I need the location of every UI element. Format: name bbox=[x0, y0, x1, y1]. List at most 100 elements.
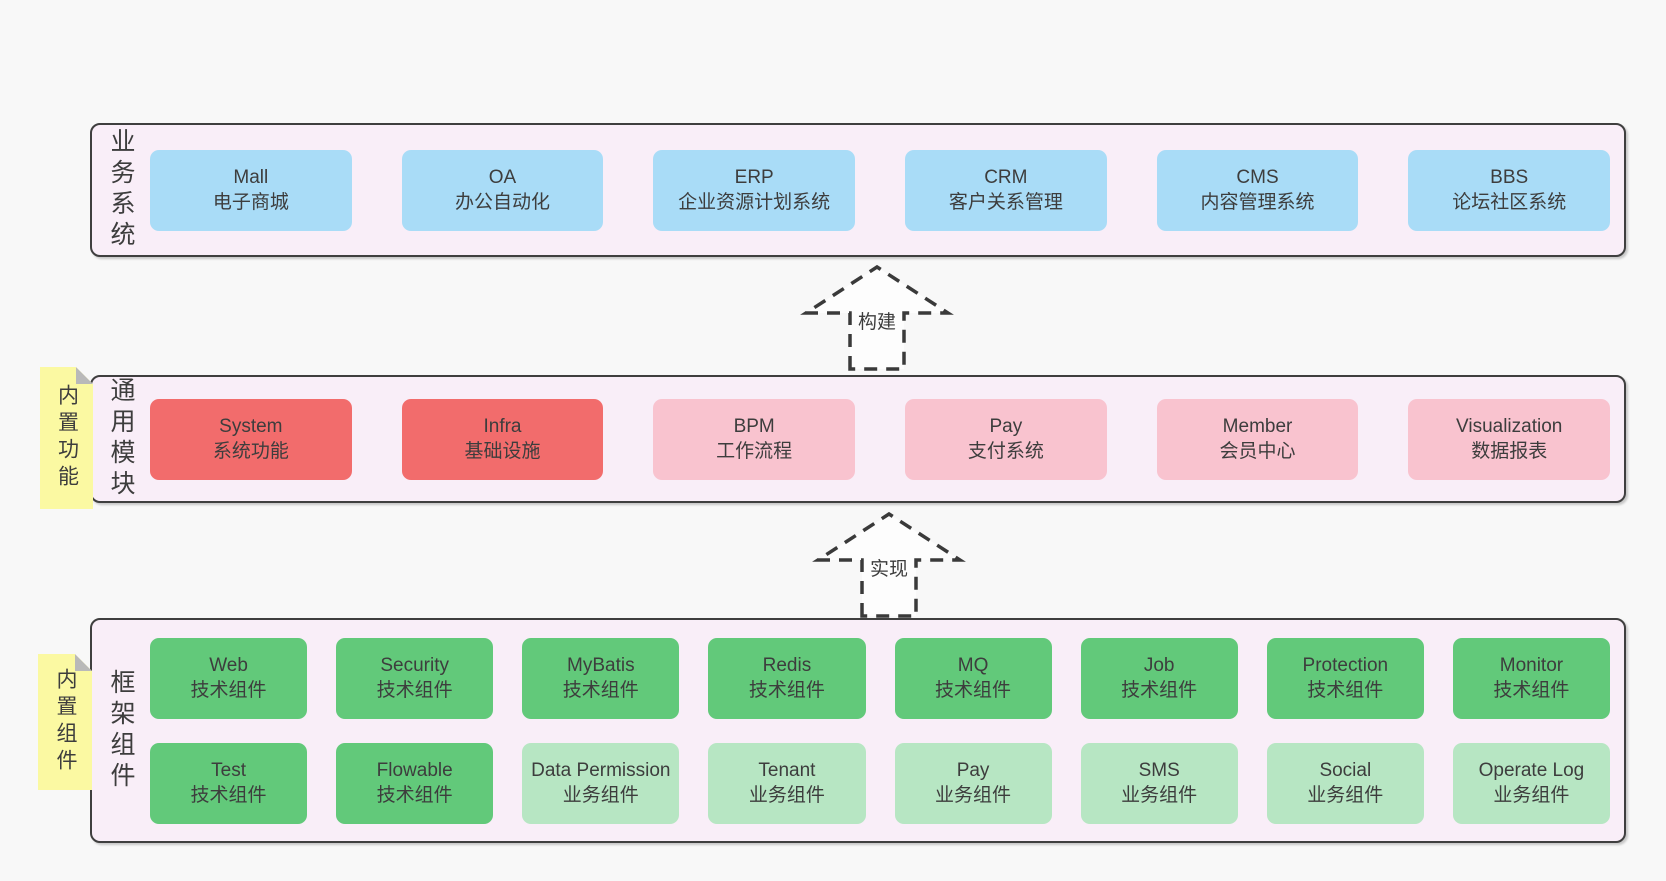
box-subtitle: 内容管理系统 bbox=[1200, 192, 1315, 213]
layer-business-systems: 业务系统 Mall 电子商城 OA 办公自动化 ERP 企业资源计划系统 CRM… bbox=[90, 123, 1626, 257]
business-boxes-row: Mall 电子商城 OA 办公自动化 ERP 企业资源计划系统 CRM 客户关系… bbox=[150, 125, 1624, 255]
box-flowable: Flowable 技术组件 bbox=[336, 742, 494, 824]
box-subtitle: 业务组件 bbox=[562, 785, 639, 806]
box-bbs: BBS 论坛社区系统 bbox=[1408, 149, 1611, 231]
box-sms: SMS 业务组件 bbox=[1080, 742, 1238, 824]
box-title: Protection bbox=[1302, 654, 1389, 676]
box-subtitle: 业务组件 bbox=[935, 785, 1012, 806]
box-title: Flowable bbox=[376, 759, 453, 781]
box-security: Security 技术组件 bbox=[336, 637, 494, 719]
box-subtitle: 技术组件 bbox=[190, 785, 267, 806]
layer-label-text: 通用模块 bbox=[107, 377, 135, 501]
box-title: CMS bbox=[1236, 166, 1279, 188]
box-visualization: Visualization 数据报表 bbox=[1408, 398, 1611, 480]
box-subtitle: 企业资源计划系统 bbox=[678, 192, 831, 213]
box-title: Mall bbox=[233, 166, 269, 188]
box-title: Pay bbox=[989, 415, 1023, 437]
box-redis: Redis 技术组件 bbox=[708, 637, 866, 719]
box-title: System bbox=[219, 415, 283, 437]
box-erp: ERP 企业资源计划系统 bbox=[653, 149, 856, 231]
box-mall: Mall 电子商城 bbox=[150, 149, 352, 231]
box-subtitle: 工作流程 bbox=[716, 441, 793, 462]
note-text: 内置功能 bbox=[55, 384, 79, 492]
box-mybatis: MyBatis 技术组件 bbox=[522, 637, 680, 719]
box-subtitle: 技术组件 bbox=[376, 785, 453, 806]
layer-label-business: 业务系统 bbox=[92, 125, 150, 255]
box-tenant: Tenant 业务组件 bbox=[708, 742, 866, 824]
box-title: Data Permission bbox=[531, 759, 671, 781]
box-title: Member bbox=[1222, 415, 1293, 437]
box-subtitle: 会员中心 bbox=[1219, 441, 1296, 462]
layer-label-text: 业务系统 bbox=[107, 128, 135, 252]
box-title: Web bbox=[209, 654, 248, 676]
box-title: Pay bbox=[956, 759, 990, 781]
box-web: Web 技术组件 bbox=[150, 637, 308, 719]
box-title: BPM bbox=[733, 415, 775, 437]
box-subtitle: 技术组件 bbox=[562, 680, 639, 701]
box-subtitle: 业务组件 bbox=[1121, 785, 1198, 806]
box-subtitle: 业务组件 bbox=[1493, 785, 1570, 806]
box-title: Redis bbox=[762, 654, 812, 676]
box-cms: CMS 内容管理系统 bbox=[1156, 149, 1359, 231]
box-mq: MQ 技术组件 bbox=[894, 637, 1052, 719]
box-data-permission: Data Permission 业务组件 bbox=[522, 742, 680, 824]
note-text: 内置组件 bbox=[54, 668, 77, 776]
component-row-1: Web 技术组件 Security 技术组件 MyBatis 技术组件 Redi… bbox=[150, 637, 1610, 719]
layer-framework-components: 框架组件 Web 技术组件 Security 技术组件 MyBatis 技术组件… bbox=[90, 618, 1626, 843]
arrow-label: 实现 bbox=[870, 558, 908, 580]
box-subtitle: 技术组件 bbox=[376, 680, 453, 701]
box-pay-module: Pay 支付系统 bbox=[905, 398, 1107, 480]
arrow-label: 构建 bbox=[858, 311, 896, 333]
box-subtitle: 技术组件 bbox=[190, 680, 267, 701]
box-job: Job 技术组件 bbox=[1080, 637, 1238, 719]
box-operate-log: Operate Log 业务组件 bbox=[1452, 742, 1610, 824]
box-infra: Infra 基础设施 bbox=[401, 398, 604, 480]
build-arrow: 构建 bbox=[800, 264, 954, 371]
box-oa: OA 办公自动化 bbox=[401, 149, 604, 231]
box-subtitle: 业务组件 bbox=[1307, 785, 1384, 806]
box-social: Social 业务组件 bbox=[1266, 742, 1424, 824]
box-title: Tenant bbox=[758, 759, 816, 781]
box-title: Operate Log bbox=[1478, 759, 1585, 781]
box-title: Job bbox=[1143, 654, 1175, 676]
box-subtitle: 业务组件 bbox=[748, 785, 825, 806]
sticky-note-builtin-components: 内置组件 bbox=[38, 654, 92, 790]
box-subtitle: 客户关系管理 bbox=[948, 192, 1063, 213]
box-title: ERP bbox=[734, 166, 774, 188]
box-subtitle: 数据报表 bbox=[1471, 441, 1548, 462]
box-protection: Protection 技术组件 bbox=[1266, 637, 1424, 719]
layer-label-text: 框架组件 bbox=[107, 668, 135, 793]
box-title: SMS bbox=[1138, 759, 1180, 781]
box-title: BBS bbox=[1490, 166, 1529, 188]
box-subtitle: 办公自动化 bbox=[455, 192, 551, 213]
implement-arrow: 实现 bbox=[812, 511, 966, 618]
sticky-note-builtin-features: 内置功能 bbox=[40, 367, 93, 509]
component-rows: Web 技术组件 Security 技术组件 MyBatis 技术组件 Redi… bbox=[150, 620, 1624, 841]
box-subtitle: 技术组件 bbox=[1121, 680, 1198, 701]
module-boxes-row: System 系统功能 Infra 基础设施 BPM 工作流程 Pay 支付系统… bbox=[150, 377, 1624, 501]
layer-label-components: 框架组件 bbox=[92, 620, 150, 841]
box-title: Monitor bbox=[1499, 654, 1564, 676]
box-title: CRM bbox=[984, 166, 1028, 188]
box-bpm: BPM 工作流程 bbox=[653, 398, 856, 480]
box-pay-component: Pay 业务组件 bbox=[894, 742, 1052, 824]
box-subtitle: 基础设施 bbox=[464, 441, 541, 462]
up-arrow-icon bbox=[800, 264, 954, 371]
layer-label-modules: 通用模块 bbox=[92, 377, 150, 501]
box-crm: CRM 客户关系管理 bbox=[905, 149, 1107, 231]
up-arrow-icon bbox=[812, 511, 966, 618]
box-title: Visualization bbox=[1456, 415, 1563, 437]
box-system: System 系统功能 bbox=[150, 398, 352, 480]
box-subtitle: 论坛社区系统 bbox=[1452, 192, 1567, 213]
box-monitor: Monitor 技术组件 bbox=[1452, 637, 1610, 719]
box-title: OA bbox=[488, 166, 517, 188]
box-subtitle: 技术组件 bbox=[1493, 680, 1570, 701]
component-row-2: Test 技术组件 Flowable 技术组件 Data Permission … bbox=[150, 742, 1610, 824]
box-subtitle: 支付系统 bbox=[967, 441, 1044, 462]
box-subtitle: 技术组件 bbox=[935, 680, 1012, 701]
box-title: MyBatis bbox=[567, 654, 635, 676]
box-subtitle: 电子商城 bbox=[212, 192, 289, 213]
box-title: MQ bbox=[957, 654, 989, 676]
box-test: Test 技术组件 bbox=[150, 742, 308, 824]
box-title: Security bbox=[380, 654, 449, 676]
